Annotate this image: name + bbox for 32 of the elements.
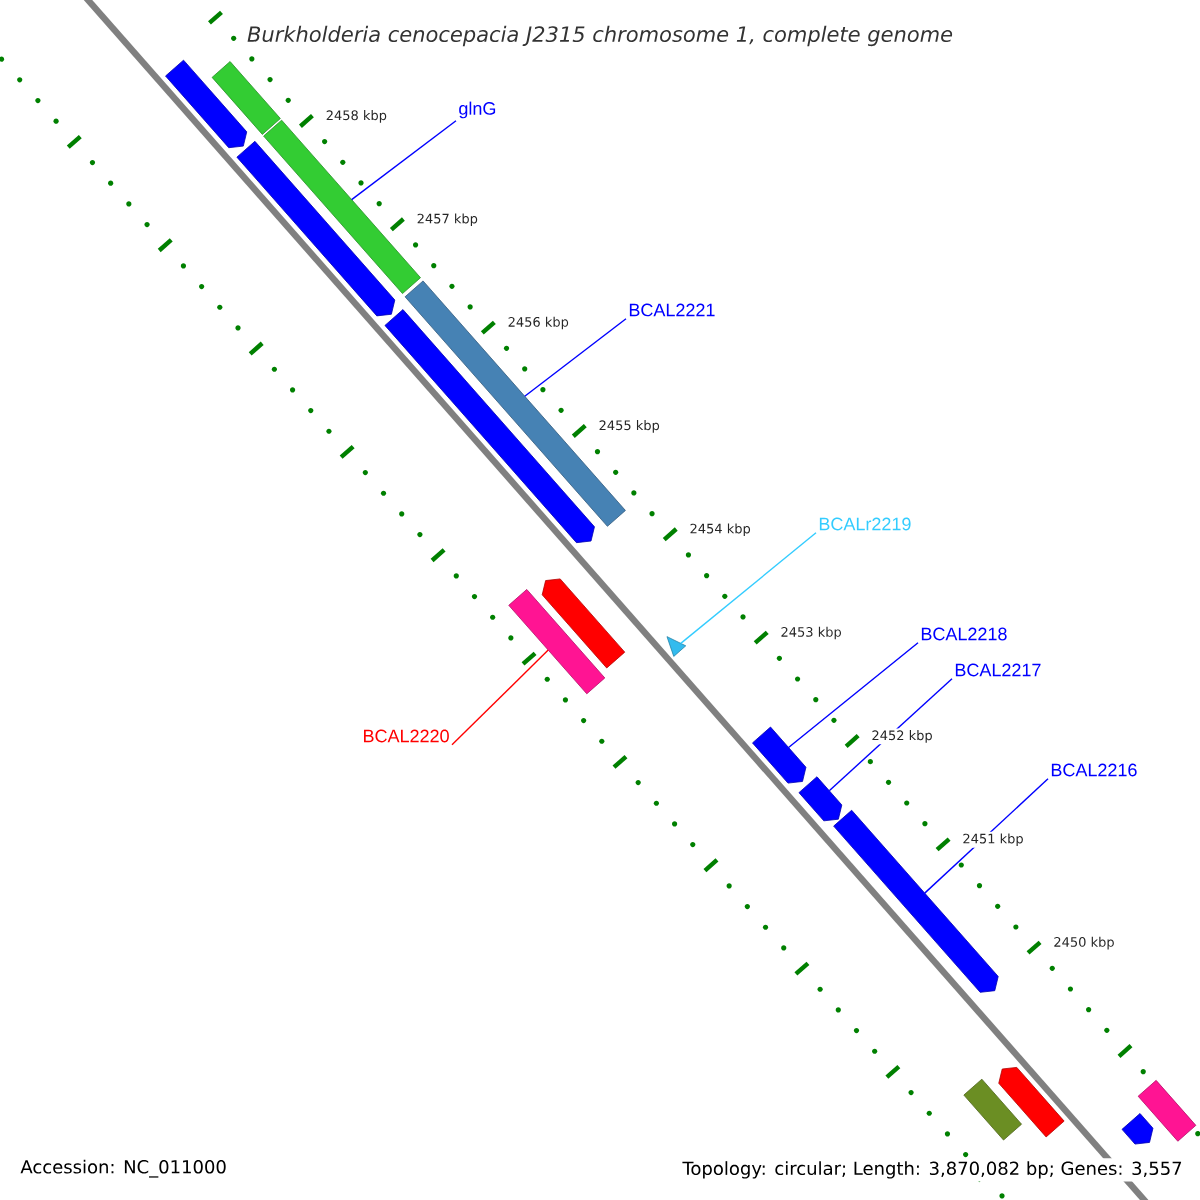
gene-feature [384,309,595,544]
gene-label: glnG [459,101,496,119]
gene-label: BCAL2217 [955,663,1041,677]
gene-label: BCALr2219 [819,517,911,531]
gene-feature [752,726,807,784]
genome-summary-text: Topology: circular; Length: 3,870,082 bp; Genes: 3,557 [679,1158,1186,1182]
leader-line [350,120,457,201]
gene-feature [263,119,421,294]
gene-feature [833,809,999,993]
gene-feature [508,589,606,695]
title: Burkholderia cenocepacia J2315 chromosome 1, complete genome [239,17,962,55]
gene-feature [1121,1113,1154,1145]
gene-feature [541,578,626,669]
leader-line [451,649,549,746]
gene-feature [963,1078,1022,1141]
gene-feature [998,1067,1065,1138]
gene-label: BCAL2216 [1051,763,1137,777]
gene-feature [798,776,843,822]
gene-feature [165,59,248,149]
leader-line [924,778,1049,894]
gene-feature [1137,1079,1197,1142]
leader-line [680,532,817,645]
gene-feature [236,140,396,317]
gene-label: BCAL2218 [921,627,1007,641]
gene-label: BCAL2221 [629,303,715,317]
leader-line [524,318,627,397]
leader-line [787,642,919,749]
marker-triangle [666,636,687,657]
leader-line [828,678,953,792]
gene-feature [211,61,281,135]
accession-text: Accession: NC_011000 [20,1159,226,1178]
gene-label: BCAL2220 [364,729,449,743]
